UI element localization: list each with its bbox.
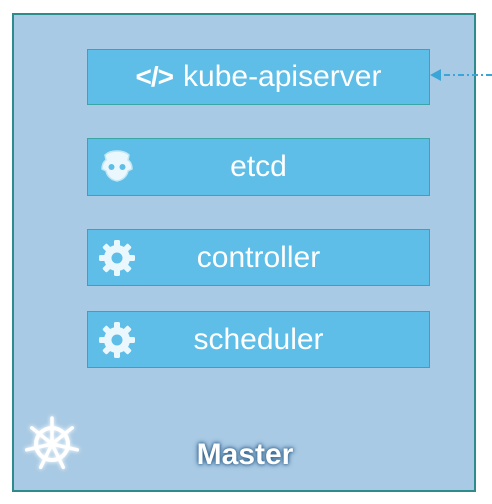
etcd-box[interactable]: etcd xyxy=(87,138,430,196)
gear-icon xyxy=(96,237,138,279)
incoming-request-arrow xyxy=(430,69,492,81)
kube-apiserver-label: kube-apiserver xyxy=(183,60,382,93)
etcd-icon xyxy=(96,146,138,188)
scheduler-label: scheduler xyxy=(193,322,324,356)
gear-icon xyxy=(96,319,138,361)
scheduler-box[interactable]: scheduler xyxy=(87,311,430,368)
master-title: Master xyxy=(196,438,294,471)
controller-label: controller xyxy=(196,240,321,274)
code-icon: </> xyxy=(135,61,174,92)
kube-apiserver-box[interactable]: </> kube-apiserver xyxy=(87,49,430,105)
etcd-label: etcd xyxy=(230,150,287,183)
controller-box[interactable]: controller xyxy=(87,229,430,286)
kubernetes-helm-icon xyxy=(24,416,80,470)
